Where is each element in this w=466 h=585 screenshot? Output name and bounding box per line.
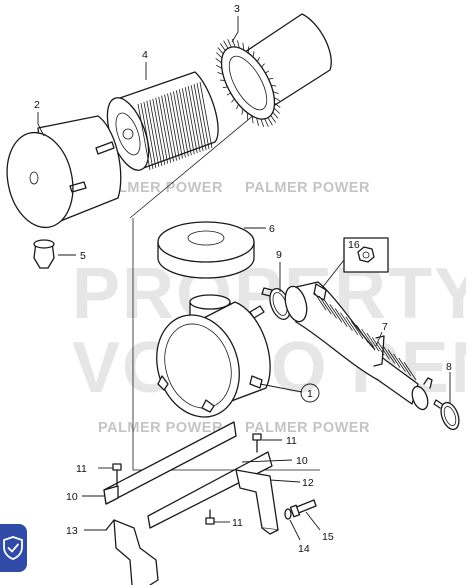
callout-2: 2: [34, 99, 40, 111]
part-7-intake-hose: [284, 281, 433, 411]
callout-14: 14: [298, 543, 310, 555]
callout-5: 5: [80, 250, 86, 262]
callout-7: 7: [382, 321, 388, 333]
part-16-nut-inset: [321, 237, 389, 289]
washer-14: [284, 508, 292, 520]
callout-1-circle: [300, 383, 320, 403]
part-2-end-cover: [6, 115, 122, 229]
bolt-15: [289, 499, 317, 518]
watermark-brand: PALMER POWER: [245, 420, 370, 436]
hose-corrugations: [313, 291, 417, 381]
callout-10-left: 10: [66, 491, 78, 503]
callout-11-top-right: 11: [286, 435, 297, 447]
part-8-hose-clamp: [433, 399, 460, 431]
callout-11-left: 11: [76, 463, 87, 475]
callout-16: 16: [348, 239, 360, 251]
part-6-cap: [157, 221, 255, 279]
pleat-pattern: [137, 81, 213, 171]
shield-check-icon: [3, 536, 23, 560]
callout-8: 8: [446, 361, 452, 373]
part-5-rubber-valve: [33, 239, 55, 269]
part-3-outer-housing: [215, 13, 332, 128]
callout-4: 4: [142, 49, 148, 61]
callout-10-right: 10: [296, 455, 308, 467]
callout-3: 3: [234, 3, 240, 15]
mounting-brackets: [103, 421, 317, 585]
part-4-filter-element: [106, 71, 219, 171]
part-1-main-housing: [156, 294, 271, 418]
watermark-brand: PALMER POWER: [245, 180, 370, 196]
bolt-11-top-left: [112, 463, 122, 487]
toothed-ring: [215, 38, 281, 128]
watermark-brand: PALMER POWER: [98, 420, 223, 436]
callout-12: 12: [302, 477, 314, 489]
callout-1: 1: [307, 388, 313, 400]
bolt-11-bottom: [205, 509, 215, 525]
callout-13: 13: [66, 525, 78, 537]
watermark-brand: PALMER POWER: [98, 180, 223, 196]
callout-9: 9: [276, 249, 282, 261]
callout-11-bottom: 11: [232, 517, 243, 529]
leader-lines: [37, 16, 451, 541]
callouts: 3 4 2 5 6 9 16 7 8 1 11 10 11 10 12 13 1…: [34, 3, 452, 555]
watermark-property-line1: PROPERTY OF: [72, 254, 466, 334]
callout-15: 15: [322, 531, 334, 543]
bolt-11-top-right: [252, 433, 262, 453]
shield-badge[interactable]: [0, 524, 27, 572]
callout-6: 6: [269, 223, 275, 235]
